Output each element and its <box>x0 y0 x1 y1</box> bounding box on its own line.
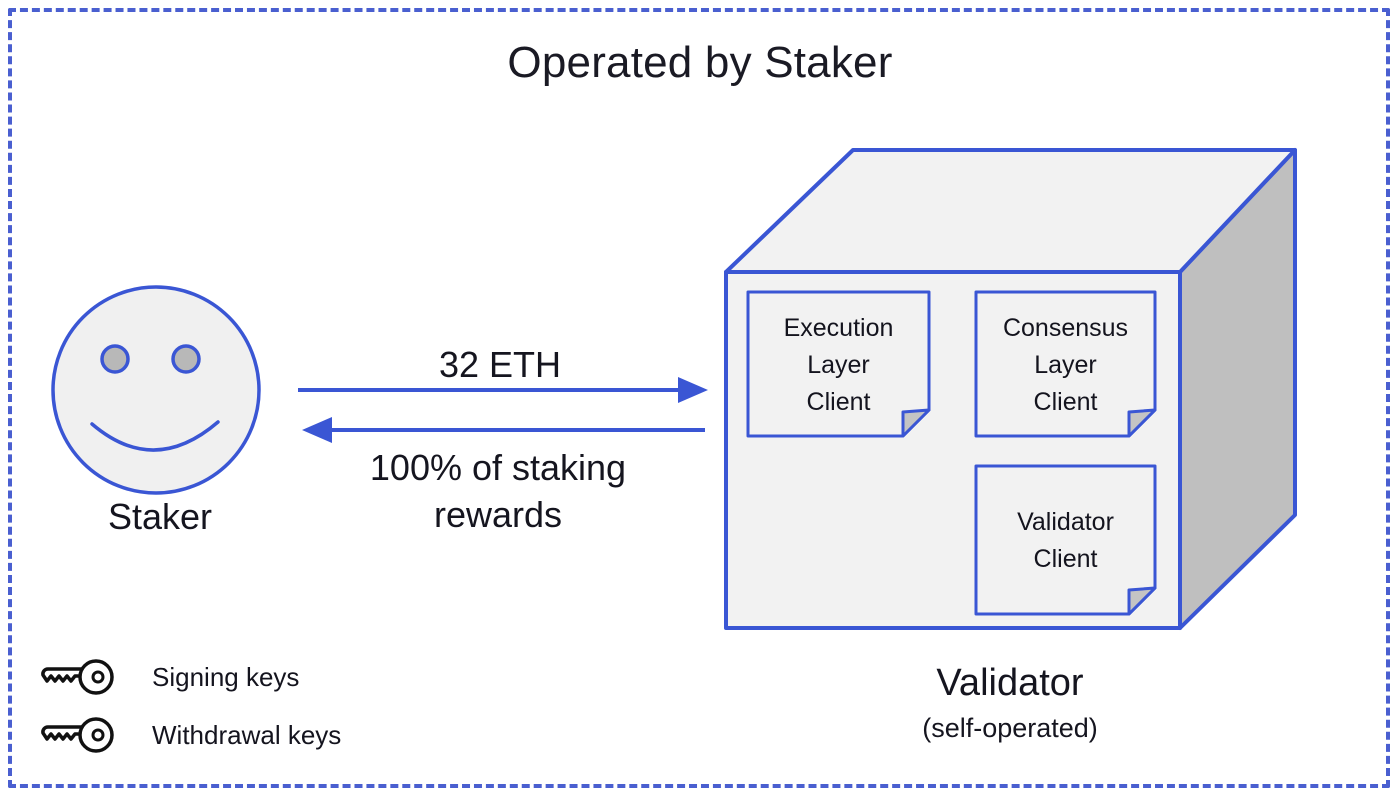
outbound-flow-label: 32 ETH <box>438 344 562 385</box>
arrow-validator-to-staker <box>302 417 705 443</box>
smiley-face-icon <box>51 285 261 495</box>
card-validator-text: Validator Client <box>974 504 1157 578</box>
card-shape-validator <box>974 464 1157 616</box>
inbound-flow-label-line2: rewards <box>433 494 563 535</box>
card-shape-consensus <box>974 290 1157 438</box>
card-validator-line2: Client <box>1033 545 1098 573</box>
card-validator-client[interactable]: Validator Client <box>974 464 1157 616</box>
staker-label: Staker <box>107 496 213 537</box>
page-title: Operated by Staker <box>507 38 893 87</box>
legend-item-withdrawal-keys: Withdrawal keys <box>36 706 341 764</box>
card-execution-line1: Execution <box>783 314 894 342</box>
card-consensus-line3: Client <box>1033 388 1098 416</box>
legend-item-signing-keys: Signing keys <box>36 648 341 706</box>
card-consensus-line1: Consensus <box>1002 314 1129 342</box>
legend: Signing keys Withdrawal keys <box>36 648 341 764</box>
card-execution-layer-client[interactable]: Execution Layer Client <box>746 290 931 438</box>
inbound-flow-label: 100% of staking rewards <box>288 444 708 538</box>
key-icon <box>41 717 114 753</box>
key-icon <box>41 659 114 695</box>
legend-label-withdrawal-keys: Withdrawal keys <box>152 719 342 750</box>
card-validator-line1: Validator <box>1017 508 1114 536</box>
legend-label-signing-keys: Signing keys <box>152 661 300 692</box>
flow-arrows <box>298 377 708 443</box>
card-consensus-layer-client[interactable]: Consensus Layer Client <box>974 290 1157 438</box>
card-execution-line3: Client <box>806 388 871 416</box>
validator-label: Validator <box>936 662 1084 704</box>
card-consensus-text: Consensus Layer Client <box>974 310 1157 421</box>
staker-group: Staker <box>50 283 270 563</box>
card-execution-line2: Layer <box>807 351 870 379</box>
card-shape-execution <box>746 290 931 438</box>
card-execution-text: Execution Layer Client <box>746 310 931 421</box>
validator-sublabel: (self-operated) <box>922 713 1098 743</box>
arrow-staker-to-validator <box>298 377 708 403</box>
inbound-flow-label-line1: 100% of staking <box>369 447 627 488</box>
card-consensus-line2: Layer <box>1034 351 1097 379</box>
